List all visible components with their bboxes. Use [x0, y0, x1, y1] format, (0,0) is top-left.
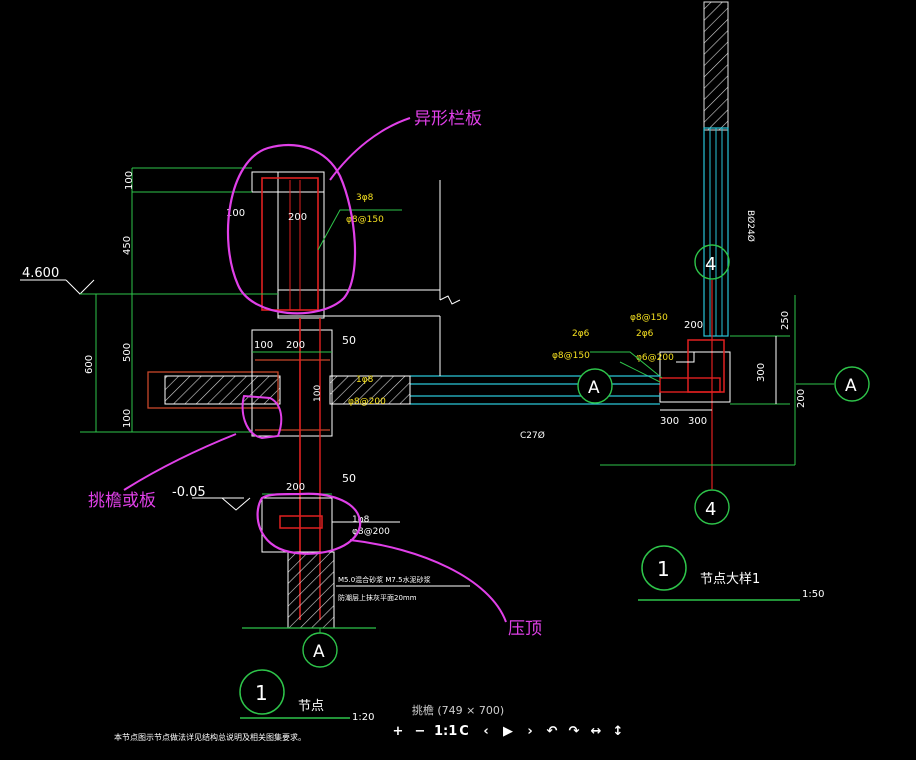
- svg-text:φ8@200: φ8@200: [352, 527, 390, 537]
- actual-size-button[interactable]: 1:1: [434, 724, 458, 739]
- svg-text:φ8@150: φ8@150: [630, 313, 668, 323]
- svg-text:节点: 节点: [298, 699, 324, 714]
- next-button[interactable]: ›: [527, 724, 533, 739]
- svg-text:φ8@200: φ8@200: [348, 397, 386, 407]
- flip-horizontal-button[interactable]: ↔: [590, 724, 602, 739]
- wall-label: BØ24Ø: [745, 210, 756, 242]
- svg-text:50: 50: [342, 472, 356, 485]
- eave-annotation: 挑檐或板: [88, 491, 156, 511]
- svg-text:1: 1: [657, 557, 670, 581]
- svg-text:防潮层上抹灰平面20mm: 防潮层上抹灰平面20mm: [338, 593, 417, 602]
- parapet-annotation: 异形栏板: [414, 109, 482, 129]
- svg-text:3φ8: 3φ8: [356, 193, 374, 203]
- svg-text:300: 300: [688, 416, 707, 427]
- svg-text:-0.05: -0.05: [172, 485, 206, 500]
- svg-text:1:50: 1:50: [802, 589, 824, 600]
- svg-text:100: 100: [226, 208, 245, 219]
- right-wall: BØ24Ø: [703, 1, 756, 337]
- middle-dimensions: 100 200 100 200 50 200 50 100 3φ8 φ8@150…: [172, 193, 470, 602]
- svg-text:A: A: [313, 642, 325, 662]
- svg-text:100: 100: [313, 385, 323, 402]
- svg-text:C27Ø: C27Ø: [520, 430, 545, 441]
- detail-title-2: 1 节点 1:20 本节点图示节点做法详见结构总说明及相关图集要求。: [114, 669, 374, 742]
- rotate-left-button[interactable]: ↶: [546, 724, 558, 739]
- svg-text:100: 100: [124, 171, 135, 190]
- flip-vertical-button[interactable]: ↕: [612, 724, 624, 739]
- svg-text:300: 300: [756, 363, 767, 382]
- svg-text:A: A: [588, 378, 600, 398]
- svg-text:1:20: 1:20: [352, 712, 374, 723]
- zoom-in-button[interactable]: +: [392, 724, 404, 739]
- previous-button[interactable]: ‹: [483, 724, 489, 739]
- svg-text:200: 200: [684, 320, 703, 331]
- detail-title-1: 1 节点大样1 1:50: [638, 545, 824, 601]
- svg-text:节点大样1: 节点大样1: [700, 572, 760, 587]
- svg-text:500: 500: [122, 343, 133, 362]
- svg-text:M5.0混合砂浆 M7.5水泥砂浆: M5.0混合砂浆 M7.5水泥砂浆: [338, 575, 431, 584]
- svg-text:φ8@150: φ8@150: [552, 351, 590, 361]
- svg-text:φ6@200: φ6@200: [636, 353, 674, 363]
- coping-annotation: 压顶: [508, 619, 542, 639]
- svg-text:2φ6: 2φ6: [636, 329, 654, 339]
- svg-text:100: 100: [254, 340, 273, 351]
- svg-text:300: 300: [660, 416, 679, 427]
- axis-4-markers: 4 4: [694, 244, 730, 525]
- image-caption: 挑檐 (749 × 700): [411, 704, 505, 717]
- svg-text:250: 250: [780, 311, 791, 330]
- rotate-right-button[interactable]: ↷: [568, 724, 580, 739]
- svg-text:100: 100: [122, 409, 133, 428]
- markup-annotations: 异形栏板 挑檐或板 压顶: [88, 109, 542, 639]
- right-node: 300 250 200 300 300 200 φ8@150 2φ6 2φ6 φ…: [552, 295, 807, 466]
- svg-text:2φ6: 2φ6: [572, 329, 590, 339]
- svg-text:A: A: [845, 376, 857, 396]
- svg-text:1: 1: [255, 681, 268, 705]
- play-button[interactable]: ▶: [503, 724, 513, 739]
- svg-text:1φ8: 1φ8: [356, 375, 374, 385]
- svg-text:4: 4: [705, 254, 716, 275]
- svg-text:本节点图示节点做法详见结构总说明及相关图集要求。: 本节点图示节点做法详见结构总说明及相关图集要求。: [114, 732, 306, 742]
- svg-text:4.600: 4.600: [22, 266, 59, 281]
- svg-text:φ8@150: φ8@150: [346, 215, 384, 225]
- svg-text:200: 200: [288, 212, 307, 223]
- svg-text:200: 200: [286, 340, 305, 351]
- svg-text:450: 450: [122, 236, 133, 255]
- axis-a-bottom: A: [302, 632, 338, 668]
- left-dimensions: 4.600 100 450 500 100 600: [20, 167, 278, 433]
- svg-text:200: 200: [796, 389, 807, 408]
- svg-text:4: 4: [705, 499, 716, 520]
- reset-button[interactable]: C: [459, 724, 469, 739]
- left-structure: [147, 171, 461, 633]
- svg-text:50: 50: [342, 334, 356, 347]
- svg-text:200: 200: [286, 482, 305, 493]
- zoom-out-button[interactable]: −: [414, 724, 426, 739]
- floor-slab: A C27Ø: [410, 368, 660, 441]
- axis-a-right: A: [796, 366, 870, 402]
- svg-text:600: 600: [84, 355, 95, 374]
